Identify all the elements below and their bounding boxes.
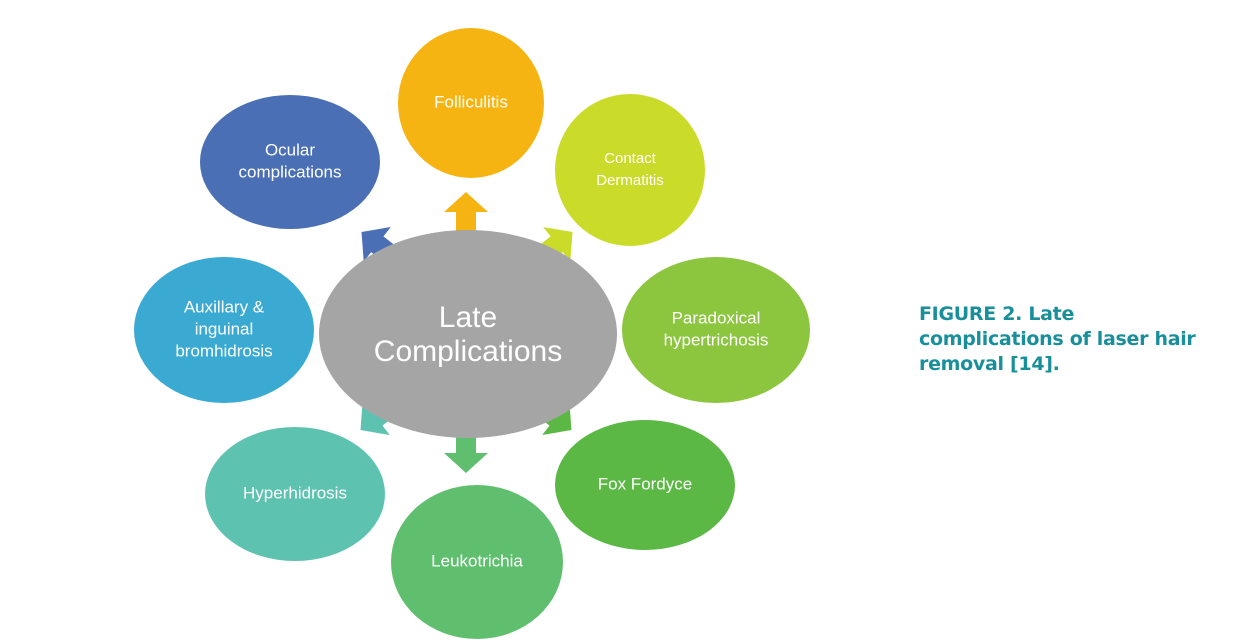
node-fox-fordyce: Fox Fordyce — [555, 420, 735, 550]
node-leukotrichia: Leukotrichia — [391, 485, 563, 639]
caption-line-3: removal [14]. — [919, 353, 1060, 375]
node-paradoxical-hypertrichosis-line-1: Paradoxical — [672, 308, 761, 327]
caption-line-2: complications of laser hair — [919, 328, 1196, 350]
node-ocular-complications-line-1: Ocular — [265, 140, 315, 159]
center-ellipse — [319, 230, 617, 438]
node-folliculitis: Folliculitis — [398, 28, 544, 178]
node-fox-fordyce-ellipse — [555, 420, 735, 550]
node-contact-dermatitis-line-2: Dermatitis — [596, 172, 664, 189]
node-bromhidrosis-line-3: bromhidrosis — [175, 341, 272, 360]
node-contact-dermatitis-line-1: Contact — [604, 150, 657, 167]
node-folliculitis-line-1: Folliculitis — [434, 92, 508, 111]
node-ocular-complications-ellipse — [200, 95, 380, 229]
figure-caption: FIGURE 2. Late complications of laser ha… — [919, 302, 1239, 377]
node-contact-dermatitis-ellipse — [555, 94, 705, 246]
node-bromhidrosis: Auxillary & inguinal bromhidrosis — [134, 257, 314, 403]
node-fox-fordyce-line-1: Fox Fordyce — [598, 474, 692, 493]
node-hyperhidrosis-line-1: Hyperhidrosis — [243, 483, 347, 502]
node-paradoxical-hypertrichosis-line-2: hypertrichosis — [664, 330, 769, 349]
node-bromhidrosis-ellipse — [134, 257, 314, 403]
node-hyperhidrosis: Hyperhidrosis — [205, 427, 385, 561]
center-label-line-2: Complications — [374, 335, 562, 368]
node-bromhidrosis-line-1: Auxillary & — [184, 297, 265, 316]
caption-line-1: FIGURE 2. Late — [919, 303, 1075, 325]
node-paradoxical-hypertrichosis: Paradoxical hypertrichosis — [622, 257, 810, 403]
node-hyperhidrosis-ellipse — [205, 427, 385, 561]
node-leukotrichia-line-1: Leukotrichia — [431, 551, 523, 570]
node-bromhidrosis-line-2: inguinal — [195, 319, 254, 338]
node-leukotrichia-ellipse — [391, 485, 563, 639]
node-paradoxical-hypertrichosis-ellipse — [622, 257, 810, 403]
nodes-layer: FolliculitisContactDermatitisParadoxical… — [134, 28, 810, 639]
arrow-to-leukotrichia — [444, 433, 488, 473]
center-label-line-1: Late — [439, 301, 497, 334]
arrow-to-folliculitis — [444, 192, 488, 232]
node-ocular-complications-line-2: complications — [239, 162, 342, 181]
node-folliculitis-ellipse — [398, 28, 544, 178]
node-ocular-complications: Ocular complications — [200, 95, 380, 229]
